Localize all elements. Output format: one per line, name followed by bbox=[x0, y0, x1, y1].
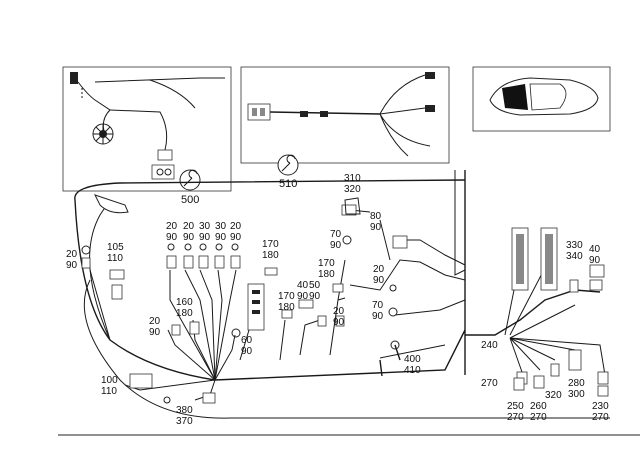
callout-90: 90 bbox=[149, 327, 161, 338]
callout-90: 90 bbox=[330, 240, 342, 251]
callout-320: 320 bbox=[344, 184, 361, 195]
callout-280: 280 bbox=[568, 378, 585, 389]
ref-label-500: 500 bbox=[181, 194, 199, 206]
callout-310: 310 bbox=[344, 173, 361, 184]
callout-160: 160 bbox=[176, 297, 193, 308]
callout-180: 180 bbox=[278, 302, 295, 313]
callout-20: 20 bbox=[230, 221, 242, 232]
callout-270: 270 bbox=[592, 412, 609, 423]
callout-170: 170 bbox=[318, 258, 335, 269]
callout-60: 60 bbox=[241, 335, 253, 346]
callout-90: 90 bbox=[373, 275, 385, 286]
callout-90: 90 bbox=[297, 291, 309, 302]
callout-90: 90 bbox=[166, 232, 178, 243]
callout-70: 70 bbox=[372, 300, 384, 311]
callout-300: 300 bbox=[568, 389, 585, 400]
callout-110: 110 bbox=[107, 253, 123, 264]
callout-260: 260 bbox=[530, 401, 547, 412]
callout-70: 70 bbox=[330, 229, 342, 240]
callout-340: 340 bbox=[566, 251, 583, 262]
connector-group bbox=[81, 194, 609, 404]
callout-170: 170 bbox=[262, 239, 279, 250]
callout-400: 400 bbox=[404, 354, 421, 365]
callout-20: 20 bbox=[66, 249, 78, 260]
callout-270: 270 bbox=[507, 412, 524, 423]
ref-label-510: 510 bbox=[279, 178, 297, 190]
callout-40: 40 bbox=[297, 280, 309, 291]
inset-harness-510[interactable] bbox=[240, 66, 450, 164]
callout-20: 20 bbox=[166, 221, 178, 232]
callout-90: 90 bbox=[309, 291, 321, 302]
callout-90: 90 bbox=[230, 232, 242, 243]
wrench-icon bbox=[277, 154, 299, 176]
callout-90: 90 bbox=[372, 311, 384, 322]
callout-230: 230 bbox=[592, 401, 609, 412]
callout-20: 20 bbox=[373, 264, 385, 275]
callout-30: 30 bbox=[215, 221, 227, 232]
callout-180: 180 bbox=[176, 308, 193, 319]
callout-330: 330 bbox=[566, 240, 583, 251]
callout-180: 180 bbox=[318, 269, 335, 280]
callout-30: 30 bbox=[199, 221, 211, 232]
callout-40: 40 bbox=[589, 244, 601, 255]
callout-90: 90 bbox=[183, 232, 195, 243]
callout-270: 270 bbox=[481, 378, 498, 389]
callout-90: 90 bbox=[333, 317, 345, 328]
callout-270: 270 bbox=[530, 412, 547, 423]
callout-250: 250 bbox=[507, 401, 524, 412]
inset-harness-500[interactable] bbox=[62, 66, 232, 192]
inset-car-location bbox=[472, 66, 611, 132]
callout-105: 105 bbox=[107, 242, 124, 253]
callout-320: 320 bbox=[545, 390, 562, 401]
callout-90: 90 bbox=[66, 260, 78, 271]
callout-labels: 310 320 80 90 70 90 20 90 105 110 20 90 … bbox=[66, 173, 609, 427]
callout-20: 20 bbox=[149, 316, 161, 327]
wrench-icon bbox=[179, 169, 201, 191]
callout-80: 80 bbox=[370, 211, 382, 222]
callout-90: 90 bbox=[199, 232, 211, 243]
callout-380: 380 bbox=[176, 405, 193, 416]
callout-20: 20 bbox=[333, 306, 345, 317]
car-icon bbox=[489, 77, 599, 116]
callout-410: 410 bbox=[404, 365, 421, 376]
callout-90: 90 bbox=[241, 346, 253, 357]
callout-50: 50 bbox=[309, 280, 321, 291]
callout-100: 100 bbox=[101, 375, 118, 386]
callout-370: 370 bbox=[176, 416, 193, 427]
callout-180: 180 bbox=[262, 250, 279, 261]
callout-170: 170 bbox=[278, 291, 295, 302]
callout-90: 90 bbox=[215, 232, 227, 243]
callout-240: 240 bbox=[481, 340, 498, 351]
callout-110: 110 bbox=[101, 386, 117, 397]
callout-20: 20 bbox=[183, 221, 195, 232]
callout-90: 90 bbox=[370, 222, 382, 233]
callout-90: 90 bbox=[589, 255, 601, 266]
main-harness bbox=[74, 170, 610, 419]
